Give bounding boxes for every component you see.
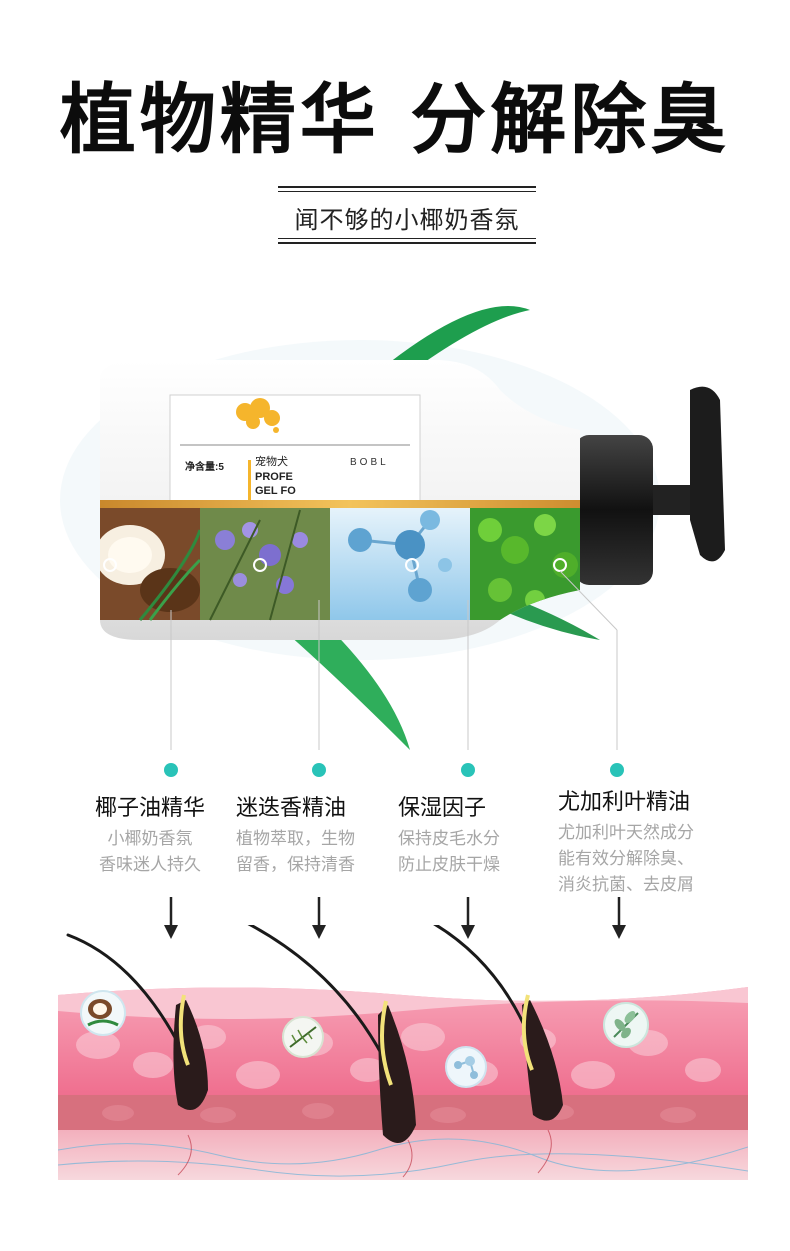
arrow-down-icon — [461, 897, 475, 939]
ingredient-desc: 植物萃取，生物 — [236, 829, 355, 849]
ingredient-desc: 保持皮毛水分 — [398, 829, 500, 849]
eucalyptus-icon — [603, 1002, 649, 1048]
ingredient-title: 椰子油精华 — [94, 796, 205, 821]
ingredient-desc: 能有效分解除臭、 — [558, 849, 694, 869]
divider — [278, 238, 536, 239]
label-line: GEL FO — [255, 485, 296, 497]
arrow-down-icon — [312, 897, 326, 939]
callout-dot — [164, 763, 178, 777]
pump-head — [690, 386, 725, 562]
molecule-icon — [445, 1046, 487, 1088]
brand-text: BOBL — [350, 457, 389, 468]
product-illustration: 净含量:5 宠物犬 PROFE GEL FO BOBL — [60, 306, 725, 750]
ingredient-desc: 香味迷人持久 — [99, 855, 201, 875]
arrow-down-icon — [612, 897, 626, 939]
label-line: PROFE — [255, 471, 293, 483]
ingredient-eucalyptus: 尤加利叶精油 尤加利叶天然成分 能有效分解除臭、 消炎抗菌、去皮屑 — [558, 784, 694, 898]
ingredient-title: 尤加利叶精油 — [558, 790, 691, 815]
callout-dot — [312, 763, 326, 777]
coconut-icon — [80, 990, 126, 1036]
callout-dot — [461, 763, 475, 777]
ingredient-rosemary: 迷迭香精油 植物萃取，生物 留香，保持清香 — [236, 790, 355, 878]
bottle-cap — [575, 435, 653, 585]
paw-logo — [236, 398, 280, 433]
divider — [278, 242, 536, 244]
ingredient-desc: 防止皮肤干燥 — [398, 855, 500, 875]
rosemary-icon — [282, 1016, 324, 1058]
callout-dots — [164, 763, 624, 777]
divider — [278, 191, 536, 192]
follicle — [522, 1000, 563, 1121]
callout-dot — [610, 763, 624, 777]
label-line: 净含量:5 — [185, 460, 224, 473]
arrow-down-icon — [164, 897, 178, 939]
ingredient-title: 迷迭香精油 — [236, 796, 347, 821]
ingredient-title: 保湿因子 — [398, 796, 487, 821]
subtitle-box: 闻不够的小椰奶香氛 — [278, 186, 536, 244]
ingredient-desc: 小椰奶香氛 — [107, 829, 193, 849]
page-title: 植物精华 分解除臭 — [59, 75, 731, 164]
divider — [278, 186, 536, 188]
subtitle: 闻不够的小椰奶香氛 — [294, 206, 520, 234]
skin-cross-section — [58, 925, 748, 1180]
ingredient-desc: 留香，保持清香 — [236, 855, 355, 875]
ingredient-desc: 消炎抗菌、去皮屑 — [558, 875, 694, 895]
ingredient-coconut: 椰子油精华 小椰奶香氛 香味迷人持久 — [84, 790, 216, 878]
ingredient-desc: 尤加利叶天然成分 — [558, 823, 694, 843]
ingredient-moisture: 保湿因子 保持皮毛水分 防止皮肤干燥 — [398, 790, 500, 878]
label-line: 宠物犬 — [255, 454, 288, 468]
follicle — [378, 1005, 416, 1143]
